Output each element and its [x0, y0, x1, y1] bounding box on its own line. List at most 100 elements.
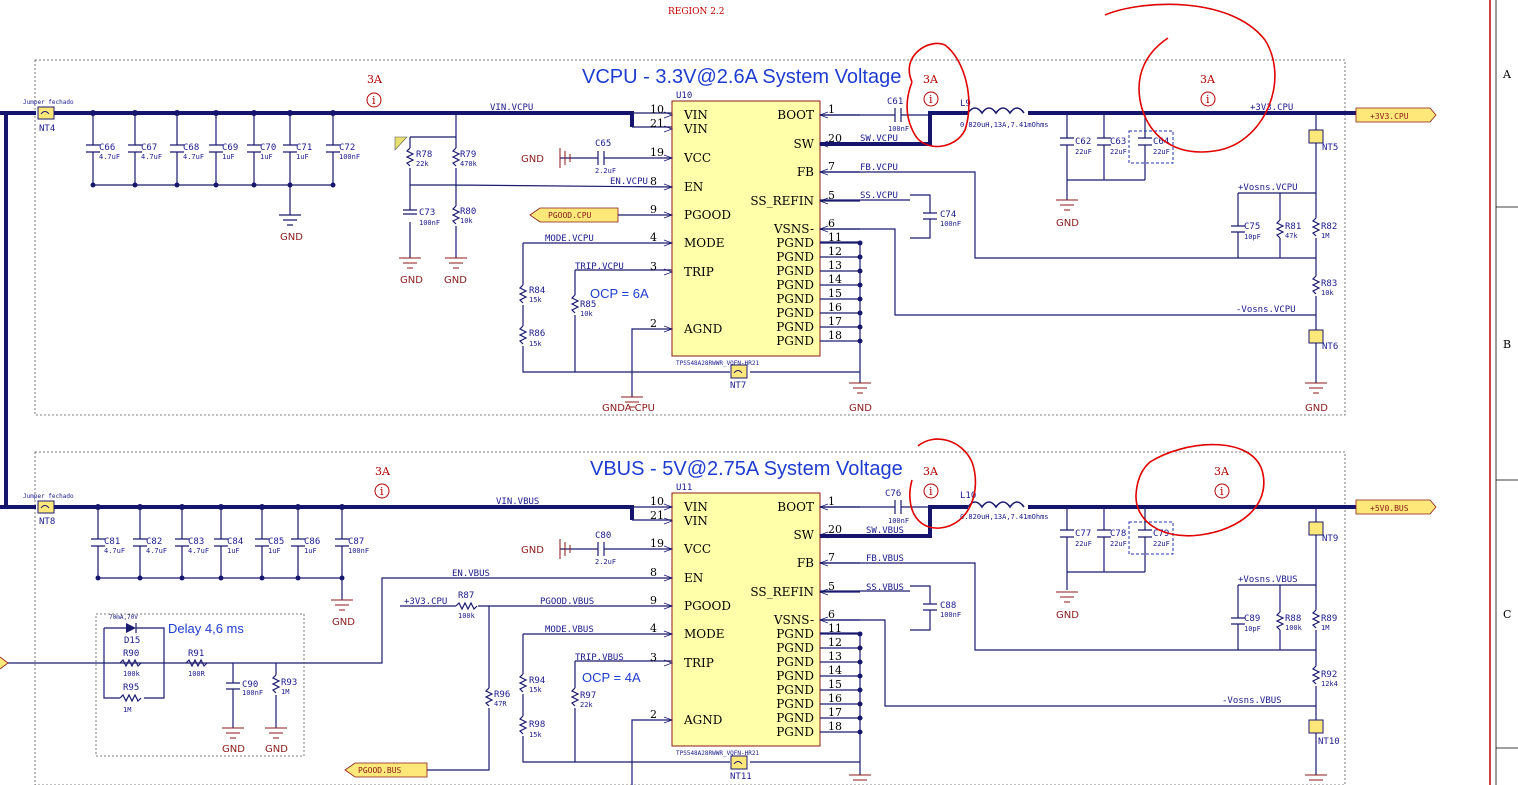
svg-text:GND: GND — [1056, 218, 1079, 229]
resistor-r96[interactable] — [484, 687, 494, 707]
resistor-r79[interactable] — [451, 147, 461, 167]
cap-ref: C70 — [260, 143, 276, 153]
pin-trip: TRIP — [684, 656, 714, 670]
cap-c61[interactable] — [894, 108, 902, 122]
cap-ref: C84 — [227, 537, 243, 547]
pin-mode: MODE — [684, 236, 725, 250]
resistor-r88[interactable] — [1275, 611, 1285, 631]
net-tie-nt6[interactable] — [1308, 329, 1324, 344]
svg-text:R79: R79 — [460, 150, 476, 160]
jumper-nt8[interactable] — [37, 500, 55, 514]
net-tie-nt10[interactable] — [1308, 719, 1324, 734]
pin-fb: FB — [797, 165, 814, 179]
resistor-r85[interactable] — [570, 294, 580, 314]
resistor-r89[interactable] — [1311, 609, 1321, 629]
svg-text:C79: C79 — [1153, 529, 1169, 539]
svg-text:GND: GND — [265, 744, 288, 755]
resistor-r90[interactable] — [119, 658, 142, 668]
svg-text:1M: 1M — [1321, 624, 1329, 632]
svg-text:R89: R89 — [1321, 614, 1337, 624]
inductor-l9[interactable] — [967, 107, 1025, 115]
cap-c76[interactable] — [894, 500, 902, 514]
resistor-r83[interactable] — [1311, 275, 1321, 295]
net-tie-nt7[interactable] — [730, 364, 748, 379]
svg-text:i: i — [929, 93, 933, 106]
pin-number: 5 — [828, 580, 835, 593]
cap-c88[interactable] — [923, 603, 937, 611]
resistor-r80[interactable] — [451, 205, 461, 225]
pin-pgnd: PGND — [776, 306, 814, 320]
resistor-r78[interactable] — [405, 147, 415, 167]
cap-c65[interactable] — [597, 151, 605, 165]
svg-text:22uF: 22uF — [1075, 540, 1092, 548]
net-pgood-vbus: PGOOD.VBUS — [540, 597, 594, 607]
resistor-r82[interactable] — [1311, 217, 1321, 237]
cap-c89[interactable] — [1231, 617, 1245, 625]
pin-number: 6 — [828, 608, 835, 621]
resistor-r94[interactable] — [518, 673, 528, 693]
current-marker-vcpu-out: 3A i — [1200, 73, 1216, 107]
cap-c75[interactable] — [1231, 225, 1245, 233]
ic-u10-ref: U10 — [676, 91, 692, 101]
svg-text:3A: 3A — [367, 73, 383, 86]
resistor-r81[interactable] — [1275, 219, 1285, 239]
vcpu-output-caps[interactable] — [1060, 137, 1152, 146]
cap-c90[interactable] — [226, 682, 240, 690]
pin-number: 12 — [828, 636, 842, 649]
pin-number: 9 — [650, 594, 657, 607]
net-vin-vbus: VIN.VBUS — [496, 497, 539, 507]
ic-u11[interactable] — [671, 492, 821, 747]
svg-text:22k: 22k — [416, 160, 429, 168]
resistor-r92[interactable] — [1311, 665, 1321, 685]
cap-c73[interactable] — [403, 209, 417, 215]
net-tie-nt5[interactable] — [1308, 129, 1324, 144]
svg-text:100R: 100R — [188, 670, 206, 678]
ocp-note-vcpu: OCP = 6A — [590, 286, 649, 301]
vcpu-section: Jumper fechado NT4 VIN.VCPU C664.7uFC674… — [23, 73, 1437, 414]
port-pgood-bus-label: PGOOD.BUS — [358, 766, 402, 775]
resistor-r86[interactable] — [518, 325, 528, 345]
svg-text:10k: 10k — [580, 310, 593, 318]
resistor-r98[interactable] — [518, 715, 528, 735]
pin-number: 4 — [650, 622, 657, 635]
pin-sw: SW — [793, 137, 814, 151]
port-pgood-bus[interactable] — [344, 762, 428, 778]
svg-text:GND: GND — [849, 403, 872, 414]
diode-d15[interactable] — [126, 623, 136, 633]
resistor-r91[interactable] — [185, 658, 208, 668]
cap-c80[interactable] — [597, 542, 605, 556]
port-5v0-bus[interactable] — [1355, 499, 1437, 515]
svg-text:15k: 15k — [529, 686, 542, 694]
resistor-r95[interactable] — [119, 693, 142, 703]
svg-text:3A: 3A — [923, 73, 939, 86]
net-tie-nt11[interactable] — [730, 755, 748, 770]
net-tie-nt9[interactable] — [1308, 521, 1324, 536]
port-en-offsheet[interactable] — [0, 656, 9, 670]
jumper-nt4[interactable] — [37, 106, 55, 120]
resistor-r97[interactable] — [570, 687, 580, 707]
cap-c74[interactable] — [923, 212, 937, 220]
resistor-r84[interactable] — [518, 284, 528, 304]
inductor-l10[interactable] — [967, 501, 1025, 509]
resistor-r93[interactable] — [271, 674, 281, 694]
svg-text:C62: C62 — [1075, 137, 1091, 147]
vbus-output-caps[interactable] — [1060, 529, 1152, 538]
resistor-r87[interactable] — [455, 601, 478, 611]
svg-text:R86: R86 — [529, 329, 545, 339]
port-3v3-cpu[interactable] — [1355, 107, 1437, 123]
ic-u10[interactable] — [671, 100, 821, 357]
